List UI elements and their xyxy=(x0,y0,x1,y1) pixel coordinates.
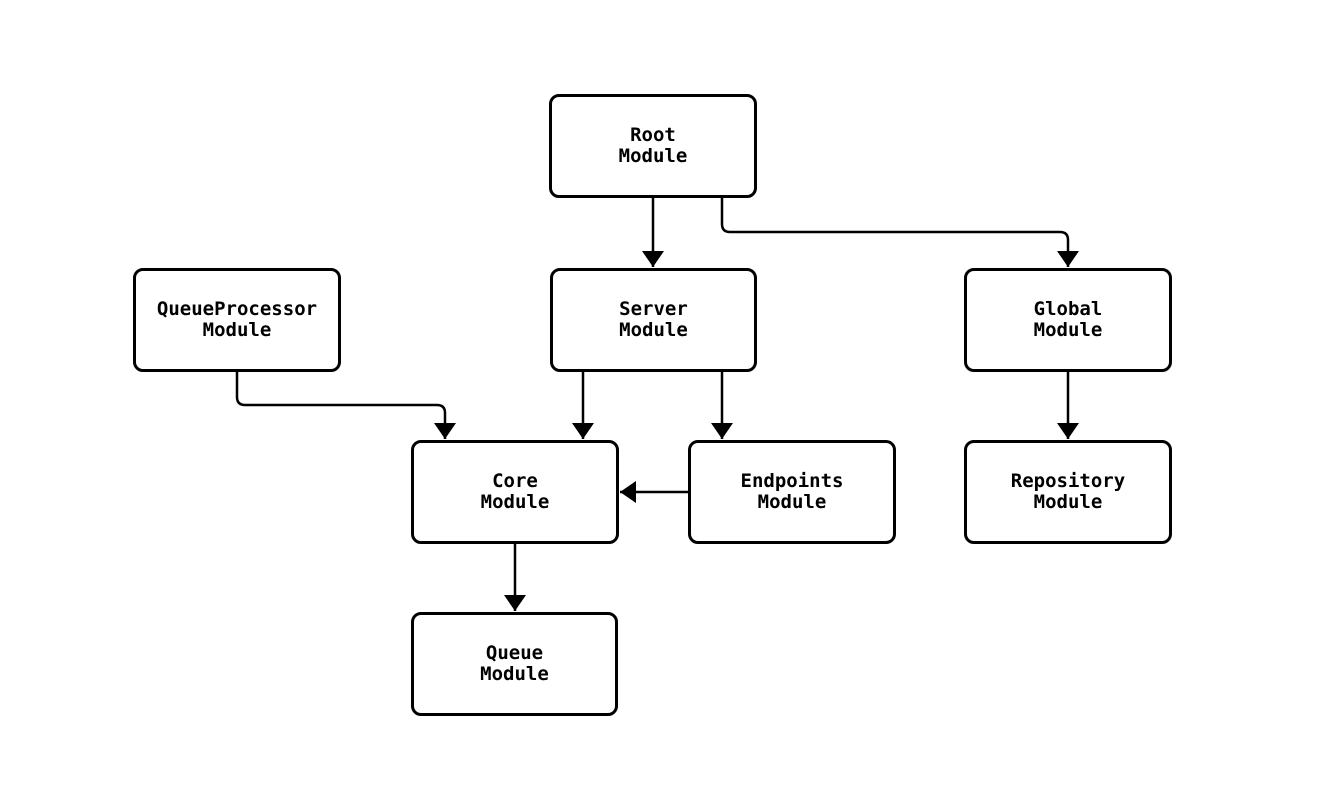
node-label: Root xyxy=(630,124,676,146)
node-label: Module xyxy=(618,145,688,167)
node-label: Module xyxy=(757,491,827,513)
node-queue-module: Queue Module xyxy=(411,612,618,716)
node-label: Server xyxy=(619,298,688,320)
node-queueprocessor-module: QueueProcessor Module xyxy=(133,268,341,372)
node-label: Module xyxy=(1033,491,1103,513)
edge-root-to-global xyxy=(720,198,1079,267)
edge-queueprocessor-to-core xyxy=(235,372,456,439)
node-label: Endpoints xyxy=(740,470,844,492)
node-label: Global xyxy=(1033,298,1103,320)
node-label: QueueProcessor xyxy=(156,298,318,320)
node-label: Module xyxy=(202,319,272,341)
node-label: Core xyxy=(492,470,538,492)
node-repository-module: Repository Module xyxy=(964,440,1172,544)
node-label: Module xyxy=(480,663,549,685)
node-server-module: Server Module xyxy=(550,268,757,372)
node-core-module: Core Module xyxy=(411,440,619,544)
node-root-module: Root Module xyxy=(549,94,757,198)
node-label: Repository xyxy=(1010,470,1126,492)
node-global-module: Global Module xyxy=(964,268,1172,372)
node-label: Module xyxy=(480,491,550,513)
node-label: Module xyxy=(1033,319,1103,341)
node-endpoints-module: Endpoints Module xyxy=(688,440,896,544)
node-label: Module xyxy=(619,319,688,341)
node-label: Queue xyxy=(485,642,544,664)
